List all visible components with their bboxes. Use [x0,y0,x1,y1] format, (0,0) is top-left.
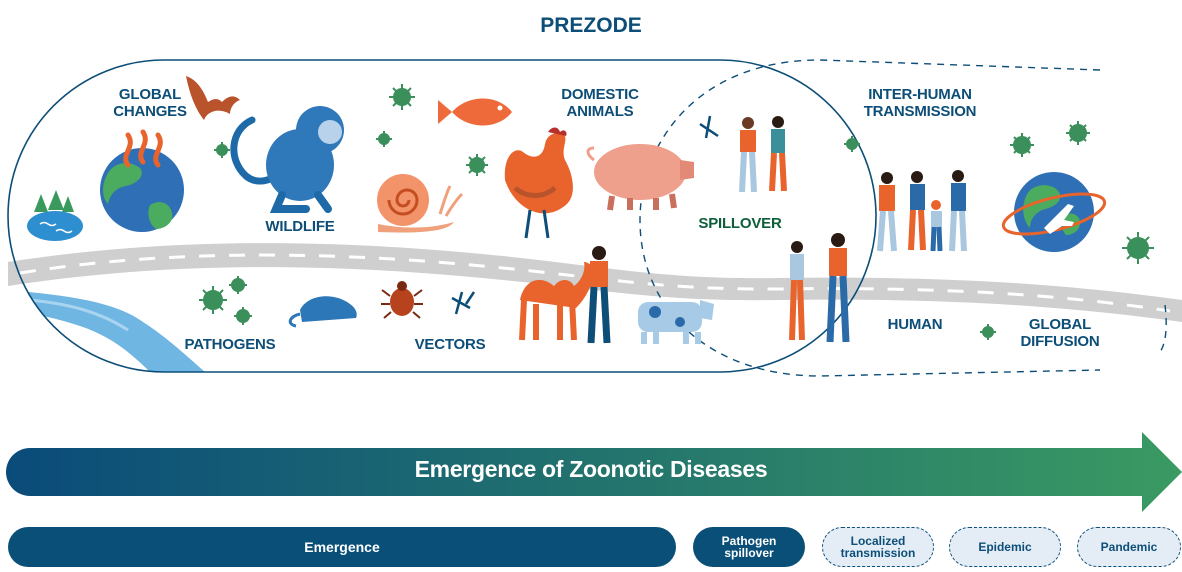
label-global-diffusion: GLOBAL DIFFUSION [1010,316,1110,350]
virus-icon [199,84,1154,340]
river [8,290,205,372]
stage-pandemic: Pandemic [1077,527,1181,567]
stage-pathogen-spillover: Pathogen spillover [693,527,805,567]
label-human: HUMAN [887,316,943,333]
emergence-arrow [6,432,1182,512]
spillover-people-icon [739,116,787,193]
snail-icon [377,174,464,233]
label-line: TRANSMISSION [863,103,977,120]
label-inter-human-transmission: INTER-HUMAN TRANSMISSION [845,86,995,120]
pig-icon [586,144,694,211]
farmer-icon [587,246,611,344]
hen-icon [504,127,573,239]
rat-icon [288,296,357,328]
cow-icon [638,300,714,344]
camel-icon [519,262,594,341]
prezode-scope-outline [7,59,877,373]
label-line: DOMESTIC [561,86,639,103]
lake-trees-icon [27,190,83,241]
fish-icon [438,98,512,126]
label-line: CHANGES [113,103,187,120]
label-spillover: SPILLOVER [698,215,782,232]
monkey-icon [230,106,344,213]
label-vectors: VECTORS [414,336,486,353]
label-line: ANIMALS [566,103,634,120]
tick-icon [381,281,423,319]
label-line: DIFFUSION [1020,333,1100,350]
bat-icon [186,76,240,120]
label-domestic-animals: DOMESTIC ANIMALS [545,86,655,120]
plane-globe-icon [1001,172,1107,252]
mosquito-icon [451,115,719,315]
family-icon [877,170,967,252]
human-zone-outline [639,59,1101,377]
label-line: GLOBAL [118,86,182,103]
walking-people-icon [789,233,850,343]
stage-emergence: Emergence [8,527,676,567]
title: PREZODE [540,14,642,37]
label-wildlife: WILDLIFE [265,218,335,235]
arrow-label: Emergence of Zoonotic Diseases [414,456,768,482]
warming-globe-icon [100,129,184,232]
label-pathogens: PATHOGENS [184,336,276,353]
label-global-changes: GLOBAL CHANGES [100,86,200,120]
label-line: GLOBAL [1028,316,1092,333]
stage-localized-transmission: Localized transmission [822,527,934,567]
stage-epidemic: Epidemic [949,527,1061,567]
label-line: INTER-HUMAN [868,86,972,103]
